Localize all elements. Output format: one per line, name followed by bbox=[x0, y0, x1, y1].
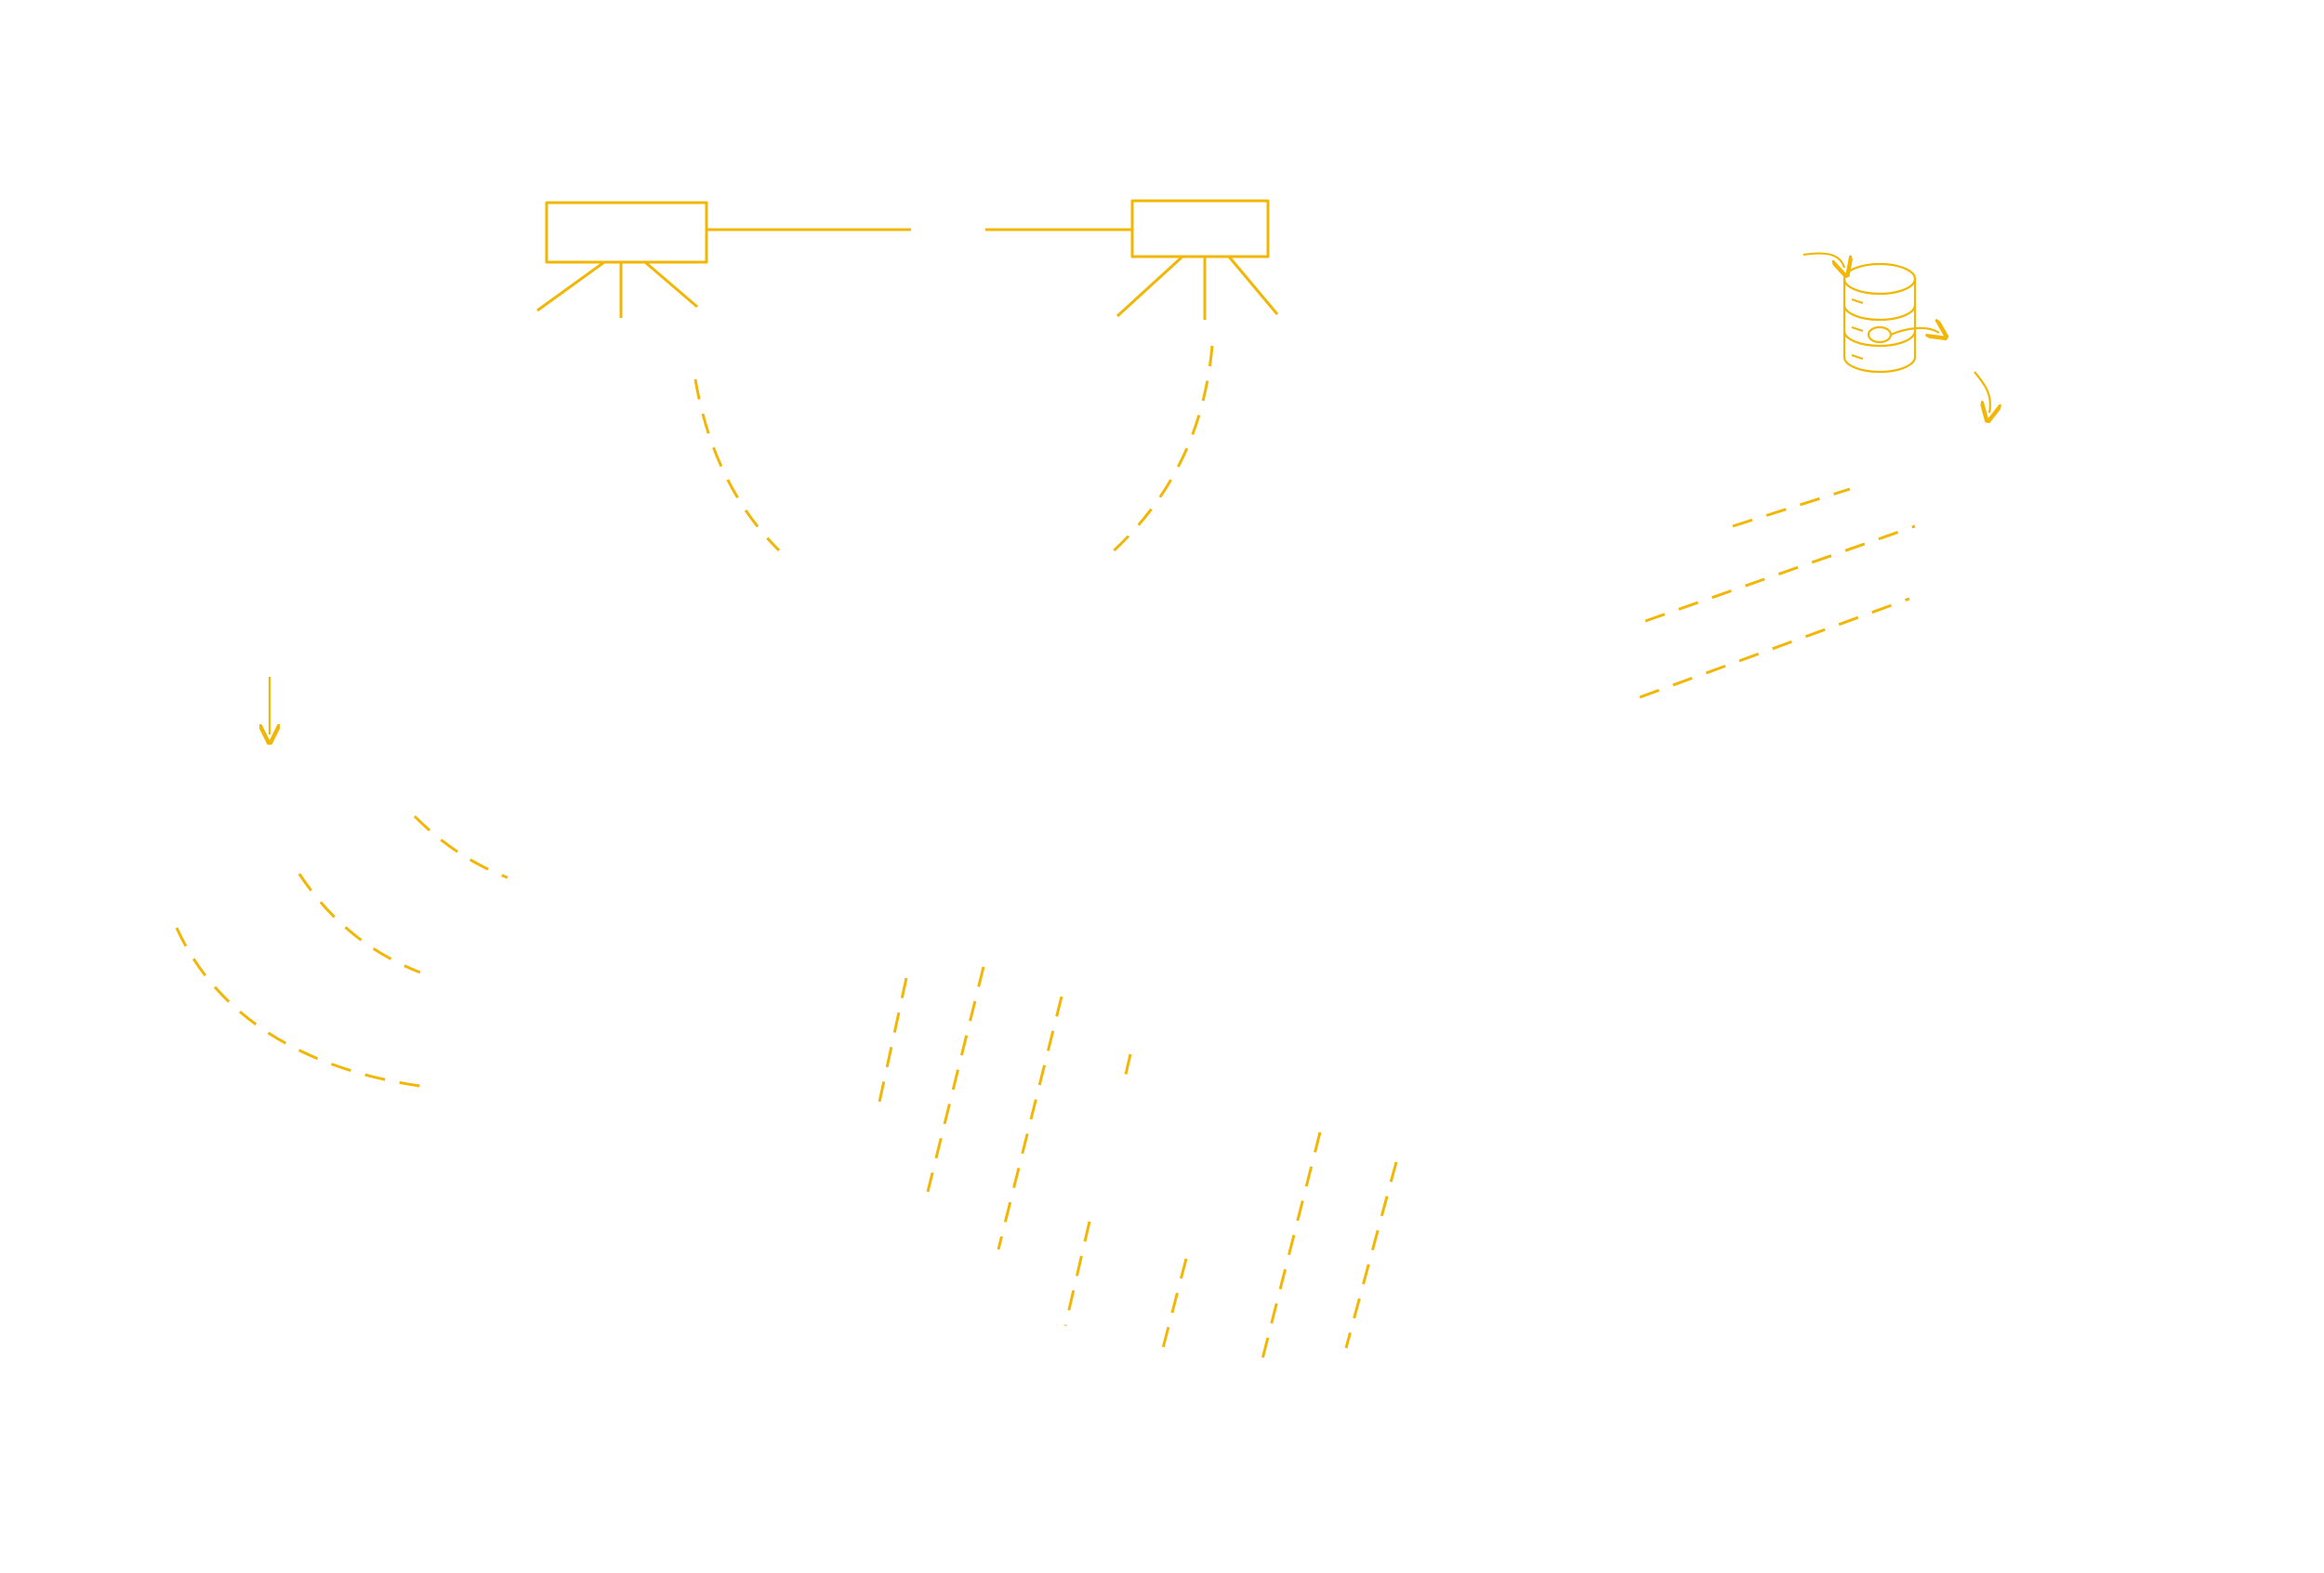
database-input-arrow bbox=[1802, 252, 1844, 268]
instrument-right-leg-1 bbox=[1116, 255, 1184, 318]
arc-left-outer-2 bbox=[297, 873, 421, 974]
arc-left-instrument bbox=[693, 378, 781, 552]
dashed-line-bottom-5 bbox=[1063, 1221, 1091, 1327]
arc-right-instrument bbox=[1106, 345, 1214, 558]
dashed-line-bottom-4 bbox=[1123, 1053, 1132, 1079]
dashed-line-bottom-2 bbox=[926, 966, 985, 1193]
database-output-arrow bbox=[1890, 328, 1939, 335]
instrument-left-body bbox=[545, 201, 708, 264]
instrument-right-leg-3 bbox=[1227, 256, 1279, 315]
instrument-right bbox=[985, 199, 1279, 320]
arc-left-outer-3 bbox=[175, 927, 434, 1090]
instrument-right-body bbox=[1130, 199, 1270, 258]
dashed-line-bottom-3 bbox=[997, 996, 1063, 1250]
dashed-line-right-1 bbox=[1732, 487, 1851, 528]
arc-left-outer-1 bbox=[413, 814, 508, 879]
instrument-left bbox=[536, 201, 911, 318]
database-down-arrow bbox=[1974, 371, 1990, 413]
dashed-line-bottom-8 bbox=[1344, 1161, 1398, 1349]
dashed-line-bottom-7 bbox=[1261, 1131, 1322, 1360]
dashed-line-right-2 bbox=[1644, 524, 1916, 623]
dashed-line-bottom-1 bbox=[877, 977, 908, 1107]
instrument-left-leg-1 bbox=[536, 260, 605, 312]
database-cylinder-icon bbox=[1842, 262, 1917, 374]
dashed-line-bottom-6 bbox=[1160, 1258, 1188, 1353]
dashed-line-right-3 bbox=[1639, 597, 1910, 699]
instrument-left-leg-3 bbox=[644, 260, 698, 309]
